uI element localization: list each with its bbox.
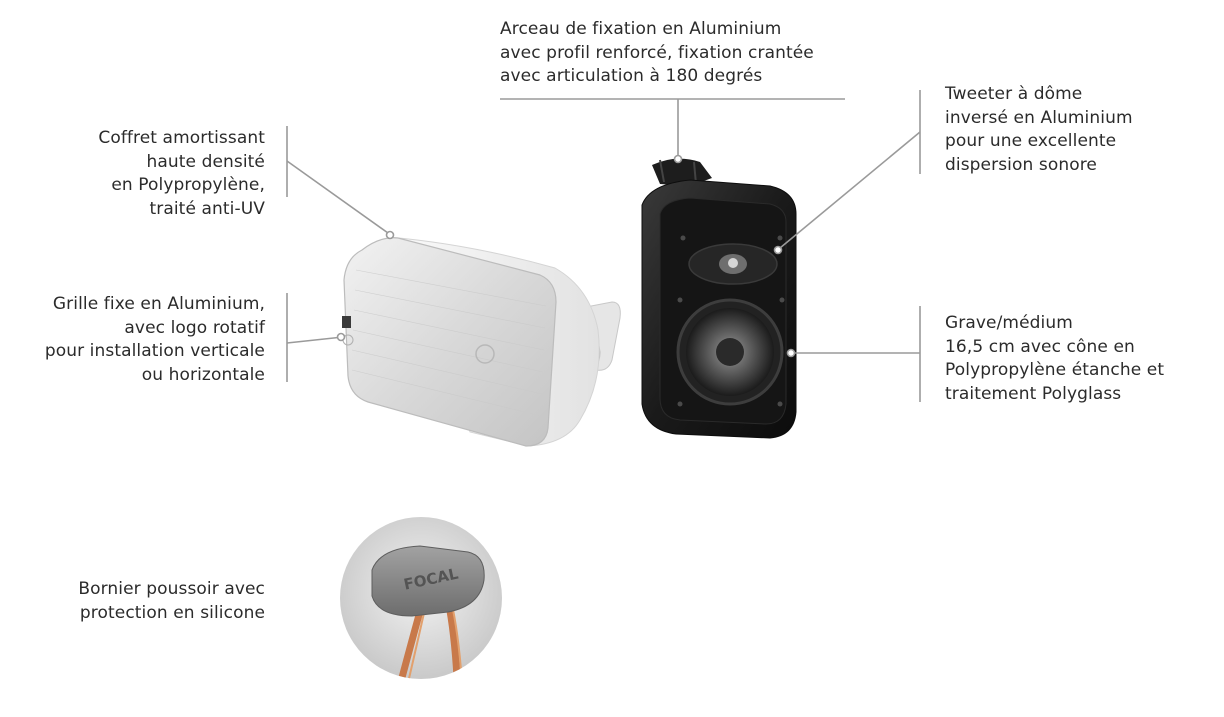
tweeter-leader-line xyxy=(779,131,921,249)
cabinet-callout-line: Coffret amortissant xyxy=(98,128,265,148)
woofer-callout-line: Polypropylène étanche et xyxy=(945,360,1165,380)
grille-callout: Grille fixe en Aluminium, avec logo rota… xyxy=(45,293,265,387)
cabinet-callout: Coffret amortissant haute densité en Pol… xyxy=(98,127,265,221)
bracket-callout-line: avec profil renforcé, fixation crantée xyxy=(500,42,814,63)
black-speaker-illustration xyxy=(641,158,797,439)
bracket-callout: Arceau de fixation en Aluminium avec pro… xyxy=(500,18,814,89)
grille-callout-line: pour installation verticale xyxy=(44,341,265,361)
white-speaker-illustration xyxy=(342,236,621,447)
cabinet-callout-line: haute densité xyxy=(146,151,265,172)
grille-leader-dot xyxy=(336,332,346,342)
terminal-callout-line: protection en silicone xyxy=(79,602,265,623)
cabinet-callout-line: en Polypropylène, xyxy=(111,175,265,195)
woofer-callout: Grave/médium 16,5 cm avec cône en Polypr… xyxy=(945,312,1164,406)
bracket-callout-line: Arceau de fixation en Aluminium xyxy=(500,19,782,39)
woofer-leader-dot xyxy=(786,348,796,358)
grille-callout-line: Grille fixe en Aluminium, xyxy=(52,294,265,314)
terminal-callout: Bornier poussoir avec protection en sili… xyxy=(78,578,265,625)
tweeter-callout-line: inversé en Aluminium xyxy=(945,107,1133,128)
grille-callout-line: ou horizontale xyxy=(141,364,265,385)
woofer-callout-line: Grave/médium xyxy=(945,313,1073,333)
terminal-closeup-illustration: FOCAL xyxy=(340,517,502,679)
cabinet-callout-line: traité anti-UV xyxy=(149,198,265,219)
cabinet-leader-line xyxy=(286,160,389,234)
woofer-callout-line: traitement Polyglass xyxy=(945,383,1122,404)
bracket-callout-line: avec articulation à 180 degrés xyxy=(500,66,763,86)
grille-leader-line xyxy=(286,336,344,344)
terminal-callout-line: Bornier poussoir avec xyxy=(78,579,265,599)
tweeter-callout-line: dispersion sonore xyxy=(945,154,1097,175)
woofer-callout-line: 16,5 cm avec cône en xyxy=(945,336,1135,357)
tweeter-callout-line: Tweeter à dôme xyxy=(945,84,1083,104)
cabinet-leader-dot xyxy=(385,230,395,240)
tweeter-callout: Tweeter à dôme inversé en Aluminium pour… xyxy=(945,83,1133,177)
tweeter-callout-line: pour une excellente xyxy=(945,131,1117,151)
grille-callout-line: avec logo rotatif xyxy=(124,317,265,338)
bracket-leader-dot xyxy=(673,154,683,164)
tweeter-leader-dot xyxy=(773,245,783,255)
